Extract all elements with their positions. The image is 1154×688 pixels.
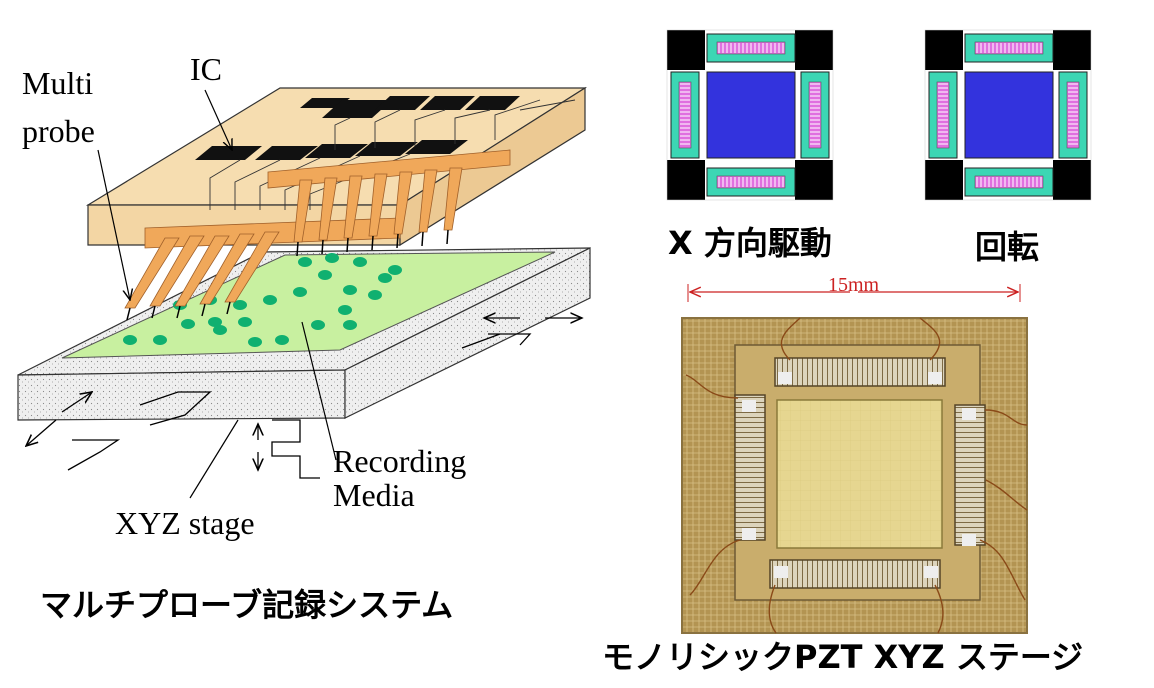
- scale-bar: 15mm: [687, 274, 1021, 302]
- center-platform: [776, 399, 943, 549]
- ic-chip: [355, 142, 418, 156]
- ic-chip: [255, 146, 318, 160]
- anchor-block: [1053, 160, 1091, 200]
- probe-cantilever: [224, 231, 280, 315]
- recorded-bit: [263, 295, 277, 305]
- label-leaders: [97, 89, 337, 499]
- recorded-bit: [181, 319, 195, 329]
- ic-chip: [322, 100, 392, 118]
- rotation-label: 回転: [975, 228, 1039, 266]
- probe-cantilever: [174, 235, 230, 319]
- probe-cantilever: [124, 237, 180, 321]
- recorded-bit: [208, 317, 222, 327]
- anchor-block: [925, 160, 963, 200]
- pzt-actuator: [706, 33, 796, 63]
- ic-chips: [195, 96, 520, 160]
- recorded-bit: [233, 300, 247, 310]
- recorded-bit: [153, 335, 167, 345]
- anchor-block: [1053, 30, 1091, 70]
- anchor-block: [795, 160, 833, 200]
- ic-chip: [420, 96, 475, 110]
- center-platform: [706, 71, 796, 159]
- pzt-actuator: [928, 71, 958, 159]
- recorded-bit: [318, 270, 332, 280]
- recorded-bit: [368, 290, 382, 300]
- right-actuator: [954, 404, 986, 546]
- ic-chip: [465, 96, 520, 110]
- probe-cantilever: [393, 171, 413, 249]
- pzt-actuator: [706, 167, 796, 197]
- center-platform: [964, 71, 1054, 159]
- bonding-wires: [685, 317, 1028, 634]
- probe-cantilever: [199, 233, 255, 317]
- pzt-actuator: [1058, 71, 1088, 159]
- probe-cantilever: [343, 175, 363, 253]
- recording-media-label-line1: Recording: [333, 443, 466, 479]
- recorded-bit: [275, 335, 289, 345]
- recorded-bit: [343, 320, 357, 330]
- recorded-bit: [353, 257, 367, 267]
- xyz-stage-label: XYZ stage: [115, 505, 255, 541]
- multi-probe-label-line2: probe: [22, 113, 95, 149]
- multi-probe-array: [124, 149, 511, 321]
- recorded-bit: [298, 257, 312, 267]
- recorded-bit: [378, 273, 392, 283]
- pzt-actuator: [800, 71, 830, 159]
- multiprobe-caption: マルチプローブ記録システム: [40, 586, 453, 624]
- probe-cantilever: [318, 177, 338, 255]
- ic-label: IC: [190, 51, 222, 87]
- bottom-actuator: [769, 559, 941, 589]
- anchor-block: [667, 30, 705, 70]
- y-motion-arrow: [61, 392, 92, 413]
- stage-schematic-rotation: [924, 29, 1092, 201]
- ic-chip: [195, 146, 262, 160]
- multi-probe-label-line1: Multi: [22, 65, 93, 101]
- probe-cantilever: [443, 167, 463, 245]
- probe-cantilever: [149, 235, 205, 319]
- recorded-bit: [213, 325, 227, 335]
- recorded-bit: [388, 265, 402, 275]
- ic-chip: [405, 140, 468, 154]
- anchor-block: [795, 30, 833, 70]
- x-drive-label: X 方向駆動: [668, 224, 832, 262]
- scale-label: 15mm: [828, 274, 880, 296]
- recorded-bit: [123, 335, 137, 345]
- pzt-actuator: [964, 33, 1054, 63]
- recorded-bit: [338, 305, 352, 315]
- recorded-bit: [311, 320, 325, 330]
- recorded-bits: [123, 253, 402, 347]
- recorded-bit: [248, 337, 262, 347]
- top-actuator: [774, 357, 946, 387]
- anchor-block: [667, 160, 705, 200]
- left-actuator: [734, 394, 766, 541]
- pzt-actuator: [670, 71, 700, 159]
- probe-cantilever: [368, 173, 388, 251]
- recorded-bit: [293, 287, 307, 297]
- recorded-bit: [238, 317, 252, 327]
- stage-motion-arrows: [26, 318, 582, 479]
- multiprobe-diagram: Multi probe IC Recording Media XYZ stage…: [17, 51, 591, 624]
- pzt-actuator: [964, 167, 1054, 197]
- recorded-bit: [343, 285, 357, 295]
- ic-chip: [375, 96, 430, 110]
- y-motion-arrow: [26, 419, 57, 446]
- recording-media-label-line2: Media: [333, 477, 415, 513]
- stage-schematic-x-drive: [666, 29, 834, 201]
- pzt-stage-caption: モノリシックPZT XYZ ステージ: [602, 638, 1083, 676]
- probe-cantilever: [418, 169, 438, 247]
- anchor-block: [925, 30, 963, 70]
- pzt-stage-photo: [681, 317, 1028, 634]
- ic-chip: [305, 144, 368, 158]
- recorded-bit: [325, 253, 339, 263]
- probe-cantilever: [293, 179, 313, 257]
